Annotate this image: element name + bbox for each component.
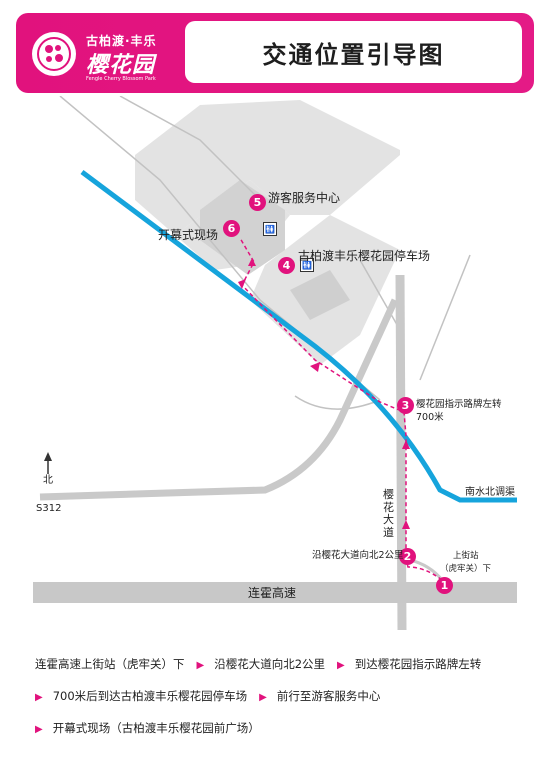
restroom-icon: 🚻 [263, 222, 277, 236]
legend-step-3: 到达樱花园指示路牌左转 [354, 657, 482, 671]
label-opening-site: 开幕式现场 [158, 228, 219, 242]
legend-step-1: 连霍高速上街站（虎牢关）下 [35, 657, 185, 671]
marker-2: 2 [399, 548, 416, 565]
label-distance: 700米 [416, 412, 444, 423]
marker-1: 1 [436, 577, 453, 594]
local-road-3 [359, 259, 401, 331]
cherry-blossom-icon [32, 32, 76, 76]
legend-row-2: ▶ 700米后到达古柏渡丰乐樱花园停车场 ▶ 前行至游客服务中心 [35, 688, 380, 704]
page-title-text: 交通位置引导图 [262, 40, 445, 69]
exit-ramp [409, 558, 444, 581]
label-avenue: 樱花大道 [383, 488, 394, 539]
label-exit-line2: （虎牢关）下 [440, 564, 492, 574]
label-highway: 连霍高速 [248, 586, 297, 600]
road-avenue [395, 274, 407, 631]
road-s312 [39, 298, 399, 501]
legend-step-5: 前行至游客服务中心 [276, 689, 381, 703]
logo-name-line1: 古柏渡·丰乐 [86, 34, 157, 48]
marker-4: 4 [278, 257, 295, 274]
marker-3: 3 [397, 397, 414, 414]
triangle-right-icon: ▶ [196, 660, 205, 671]
north-arrow-icon [44, 452, 52, 474]
triangle-right-icon: ▶ [337, 660, 345, 671]
route-arrow-west [310, 362, 320, 372]
logo-name-line2: 樱花园 [86, 53, 156, 78]
local-road-2 [119, 96, 261, 201]
triangle-right-icon: ▶ [35, 724, 43, 735]
label-exit-line1: 上街站 [453, 551, 479, 561]
highway-bar [33, 582, 517, 603]
legend-step-6: 开幕式现场（古柏渡丰乐樱花园前广场） [52, 721, 260, 735]
local-road-5 [294, 395, 381, 410]
restroom-icon: 🚻 [300, 258, 314, 272]
legend-step-4: 700米后到达古柏渡丰乐樱花园停车场 [52, 689, 248, 703]
label-visitor-center: 游客服务中心 [268, 191, 341, 205]
label-north: 北 [43, 475, 53, 486]
legend-row-3: ▶ 开幕式现场（古柏渡丰乐樱花园前广场） [35, 720, 260, 736]
label-north-2km: 沿樱花大道向北2公里 [312, 550, 404, 561]
triangle-right-icon: ▶ [259, 692, 267, 703]
legend-row-1: 连霍高速上街站（虎牢关）下 ▶ 沿樱花大道向北2公里 ▶ 到达樱花园指示路牌左转 [35, 656, 481, 672]
parking-lot [290, 270, 350, 320]
route-arrow-north-2 [402, 520, 410, 529]
label-sign-turn: 樱花园指示路牌左转 [416, 399, 502, 410]
triangle-right-icon: ▶ [35, 692, 43, 703]
park-logo: 古柏渡·丰乐 樱花园 Fengle Cherry Blossom Park [24, 18, 174, 88]
label-s312: S312 [36, 503, 62, 514]
local-road-4 [419, 254, 471, 381]
page-title: 交通位置引导图 [185, 21, 522, 83]
route-arrow-north [402, 440, 410, 449]
park-block-north [135, 100, 400, 235]
route-path [239, 237, 443, 581]
logo-subtitle: Fengle Cherry Blossom Park [86, 76, 156, 82]
label-river: 南水北调渠 [465, 487, 515, 498]
route-arrow-up [248, 258, 256, 266]
river-channel [80, 169, 517, 503]
legend-step-2: 沿樱花大道向北2公里 [214, 657, 326, 671]
route-arrow-west-2 [238, 279, 246, 289]
marker-6: 6 [223, 220, 240, 237]
label-parking: 古柏渡丰乐樱花园停车场 [298, 249, 431, 263]
marker-5: 5 [249, 194, 266, 211]
